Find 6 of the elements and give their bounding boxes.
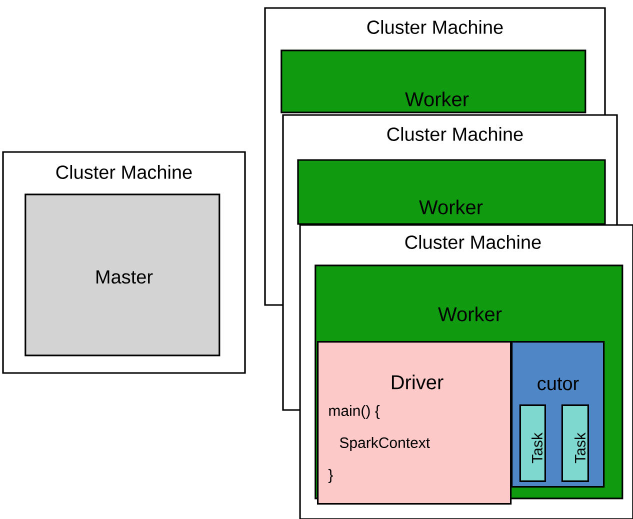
task-box: Task <box>561 404 589 482</box>
task-box: Task <box>519 404 546 482</box>
master-box: Master <box>24 194 220 356</box>
worker-box: Worker <box>297 159 606 225</box>
worker-box: Worker <box>280 50 586 114</box>
driver-box: Driver main() { SparkContext } <box>317 341 512 505</box>
